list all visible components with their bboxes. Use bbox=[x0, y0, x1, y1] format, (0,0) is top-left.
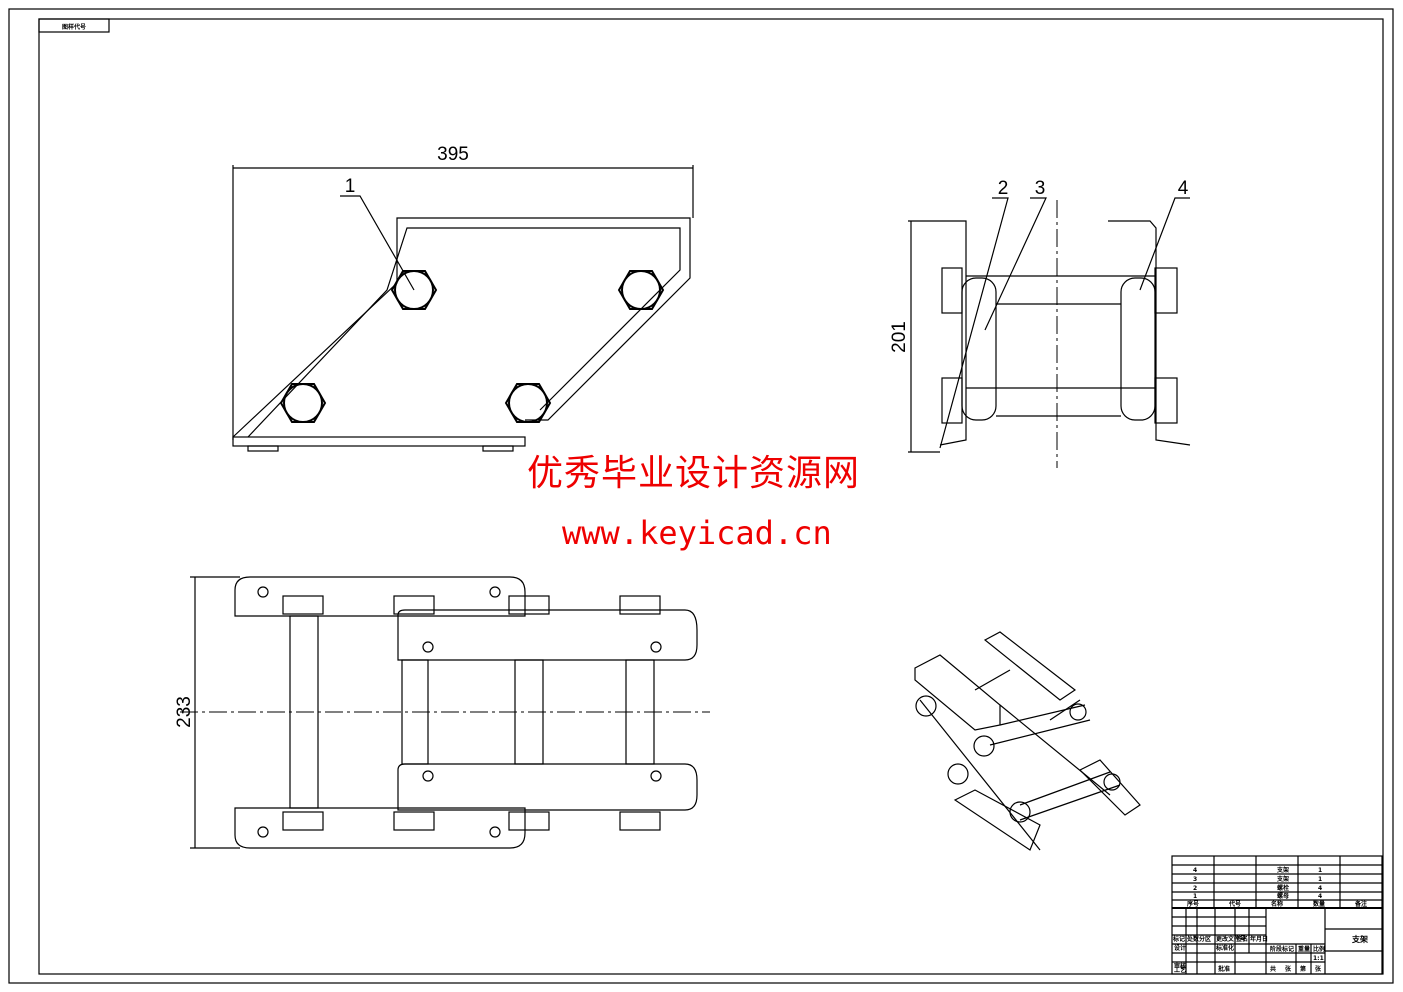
svg-text:工艺: 工艺 bbox=[1174, 966, 1186, 974]
svg-text:标准化: 标准化 bbox=[1215, 944, 1234, 952]
svg-text:1: 1 bbox=[1318, 867, 1322, 874]
svg-text:数量: 数量 bbox=[1313, 900, 1325, 908]
svg-text:螺母: 螺母 bbox=[1277, 892, 1289, 900]
bracket-plate bbox=[232, 217, 691, 438]
corner-label: 图样代号 bbox=[62, 23, 86, 31]
svg-text:序号: 序号 bbox=[1186, 900, 1199, 908]
side-view: 201 2 3 4 bbox=[889, 178, 1191, 468]
svg-text:4: 4 bbox=[1318, 893, 1322, 900]
title-block bbox=[1171, 855, 1383, 975]
svg-text:代号: 代号 bbox=[1228, 900, 1241, 908]
svg-text:设计: 设计 bbox=[1174, 944, 1186, 952]
svg-text:张: 张 bbox=[1285, 965, 1292, 973]
svg-text:3: 3 bbox=[1193, 876, 1197, 883]
height-dimension: 201 bbox=[889, 321, 910, 353]
svg-text:签名: 签名 bbox=[1235, 935, 1248, 943]
svg-text:处数: 处数 bbox=[1186, 935, 1200, 943]
svg-text:第: 第 bbox=[1299, 965, 1306, 973]
svg-text:张: 张 bbox=[1315, 965, 1322, 973]
svg-text:1: 1 bbox=[1193, 893, 1197, 900]
svg-text:1: 1 bbox=[1318, 876, 1322, 883]
part-label-1: 1 bbox=[345, 176, 356, 197]
svg-text:支架: 支架 bbox=[1276, 875, 1289, 883]
svg-text:年月日: 年月日 bbox=[1250, 935, 1268, 943]
watermark-title: 优秀毕业设计资源网 bbox=[527, 453, 861, 494]
bolt-heads bbox=[279, 270, 665, 423]
watermark-url[interactable]: www.keyicad.cn bbox=[562, 514, 832, 552]
svg-text:2: 2 bbox=[1193, 885, 1197, 892]
corner-label-box bbox=[38, 18, 110, 33]
svg-text:4: 4 bbox=[1193, 867, 1197, 874]
title-block-text: 4 支架 1 3 支架 1 2 螺栓 4 1 螺母 4 序号 代号 名称 数量 … bbox=[1172, 866, 1368, 974]
svg-text:分区: 分区 bbox=[1199, 935, 1211, 943]
svg-text:阶段标记: 阶段标记 bbox=[1270, 945, 1294, 953]
part-label-2: 2 bbox=[998, 178, 1009, 199]
width-dimension: 395 bbox=[437, 144, 469, 165]
inner-border bbox=[38, 18, 1384, 975]
svg-text:批准: 批准 bbox=[1218, 965, 1230, 973]
svg-text:比例: 比例 bbox=[1313, 945, 1325, 953]
top-view: 233 bbox=[174, 576, 710, 849]
svg-text:重量: 重量 bbox=[1298, 945, 1310, 953]
svg-text:4: 4 bbox=[1318, 885, 1322, 892]
part-label-4: 4 bbox=[1178, 178, 1189, 199]
part-label-3: 3 bbox=[1035, 178, 1046, 199]
svg-text:螺栓: 螺栓 bbox=[1277, 884, 1289, 892]
svg-text:共: 共 bbox=[1270, 965, 1276, 973]
svg-text:1:1: 1:1 bbox=[1313, 955, 1324, 962]
svg-text:名称: 名称 bbox=[1271, 900, 1283, 908]
svg-text:标记: 标记 bbox=[1172, 935, 1185, 943]
leader-1 bbox=[340, 195, 415, 291]
front-view: 395 1 bbox=[232, 144, 694, 452]
isometric-view bbox=[914, 631, 1141, 851]
svg-text:支架: 支架 bbox=[1276, 866, 1289, 874]
svg-text:更改文件号: 更改文件号 bbox=[1216, 935, 1246, 943]
outer-border bbox=[8, 8, 1394, 984]
drawing-title: 支架 bbox=[1351, 934, 1368, 944]
svg-text:审核: 审核 bbox=[1174, 962, 1186, 970]
base-plate bbox=[232, 436, 526, 447]
svg-text:备注: 备注 bbox=[1354, 900, 1367, 908]
